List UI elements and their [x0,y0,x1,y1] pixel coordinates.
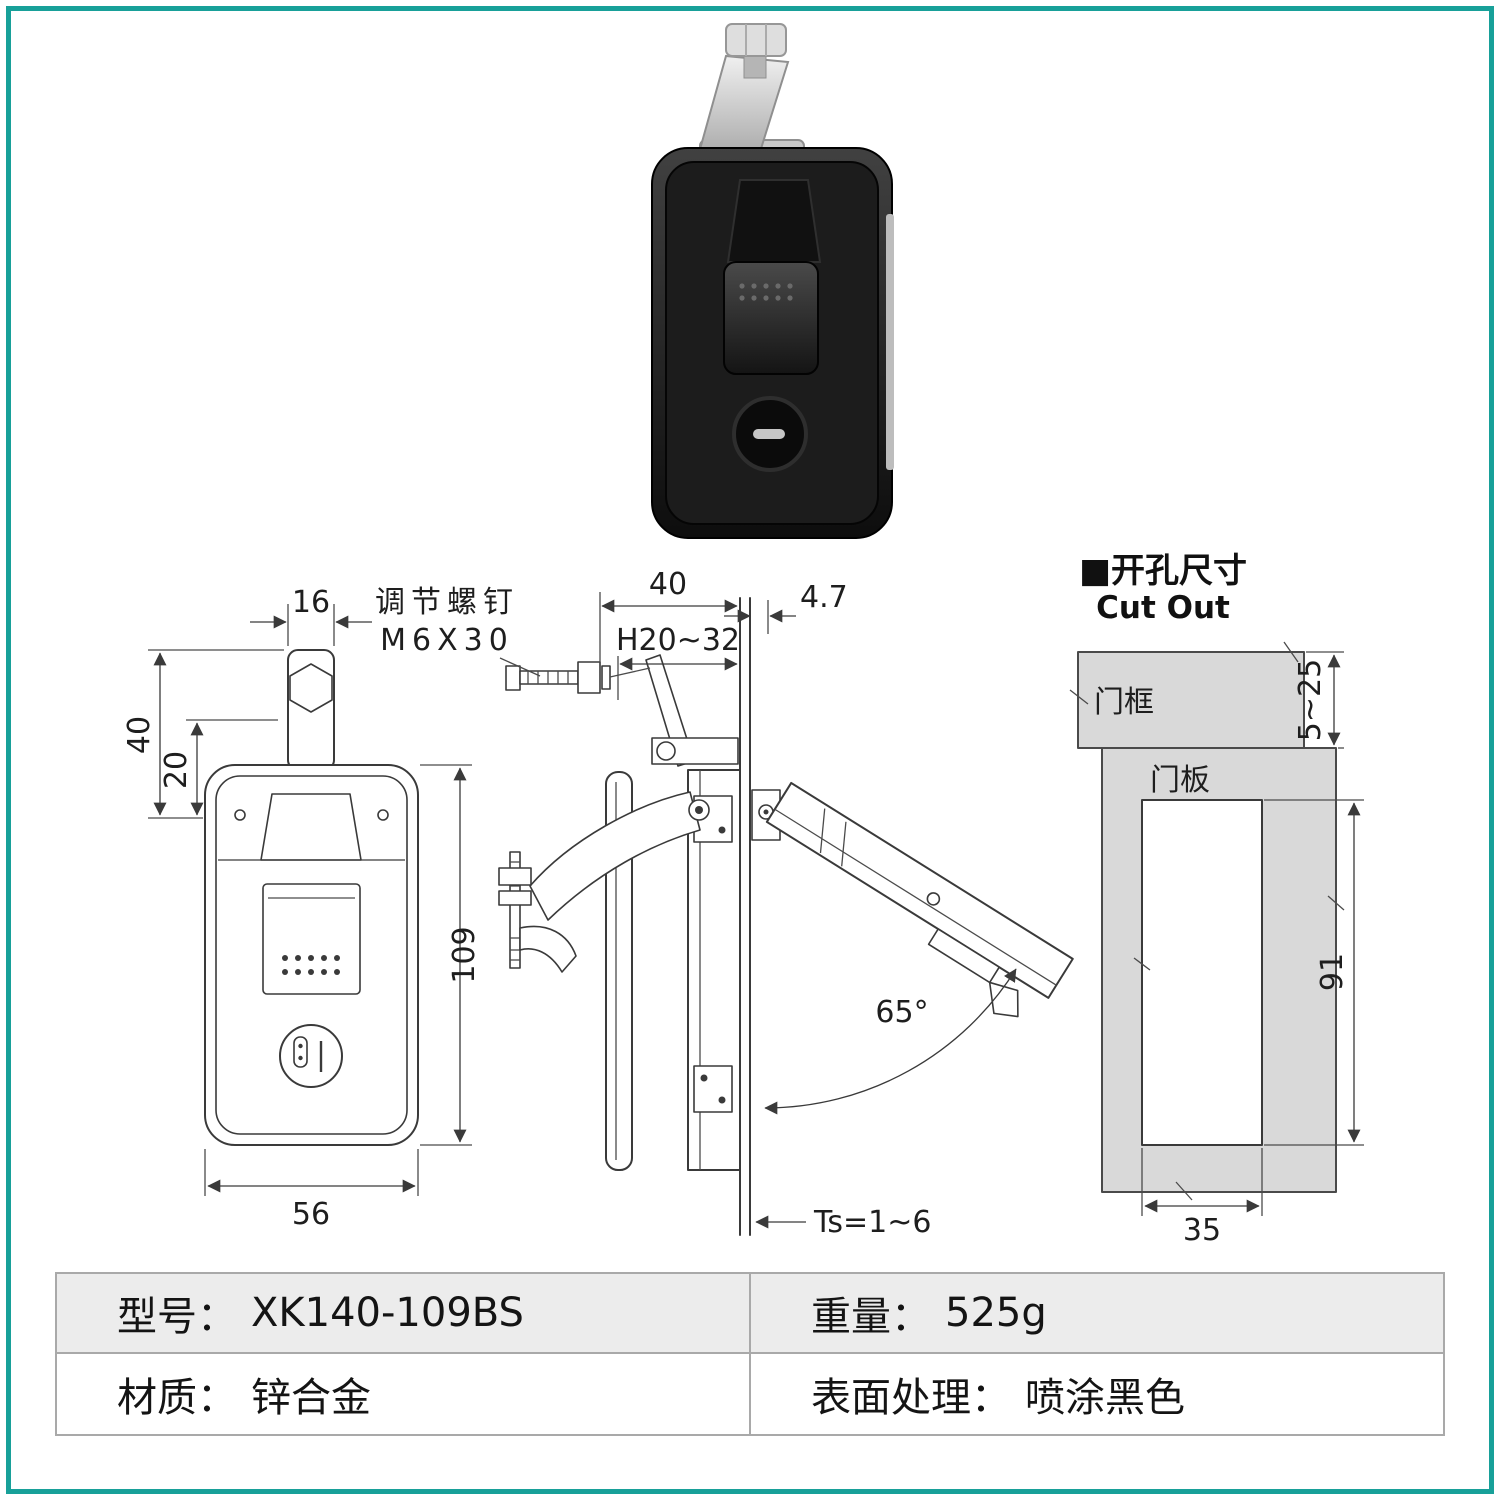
sv-clamp-hook [519,925,577,973]
sv-clamp-nut [498,890,532,906]
weight-label: 重量： [811,1294,931,1340]
cutout-view-drawing: ■开孔尺寸 Cut Out 门框 门板 5~25 91 35 [1069,551,1364,1248]
sv-clamp-nut [498,867,532,886]
sv-screw-nut [577,661,601,694]
product-photo [651,23,894,539]
fv-grip-dots [282,955,340,975]
fv-key-dot [298,1055,303,1061]
co-dim-cutout-height: 91 [1315,953,1350,991]
sv-dim-panel-thickness: Ts=1~6 [813,1205,931,1240]
sv-swing-arc [764,968,1017,1115]
break-mark [1133,957,1151,971]
finish-value: 喷涂黑色 [1025,1375,1185,1421]
fv-key-dot [298,1043,303,1049]
door-frame-label: 门框 [1094,685,1154,720]
model-label: 型号： [117,1294,237,1340]
spec-cell-weight: 重量： 525g [751,1274,1443,1352]
sv-lever [529,791,701,921]
side-view-drawing: 65° 40 H20~32 4.7 调节螺钉 M6X30 Ts=1~6 [375,567,1074,1240]
sv-dim-grip-range: H20~32 [616,623,740,658]
fv-dim-height: 109 [447,926,482,983]
spec-cell-material: 材质： 锌合金 [57,1354,751,1434]
co-dim-cutout-width: 35 [1183,1213,1221,1248]
weight-value: 525g [945,1290,1047,1336]
fv-tongue [260,793,362,861]
fv-dim-width: 56 [292,1197,330,1232]
fv-rivet [377,809,389,821]
sv-door-screw [926,892,941,906]
material-value: 锌合金 [251,1375,371,1421]
sv-screw-note-line1: 调节螺钉 [375,585,519,620]
spec-cell-finish: 表面处理： 喷涂黑色 [751,1354,1443,1434]
door-panel-label: 门板 [1150,763,1210,798]
sv-screw-note-line2: M6X30 [380,623,514,658]
finish-label: 表面处理： [811,1375,1011,1421]
sv-roller [656,741,676,761]
material-label: 材质： [117,1375,237,1421]
sv-dim-open-angle: 65° [875,995,928,1030]
sv-front-pad [605,771,633,1171]
fv-rivet [234,809,246,821]
fv-key-capsule [293,1036,308,1068]
arm-nut [725,23,787,57]
keyhole-slot [753,429,785,439]
fv-hex-bolt [289,663,333,713]
flange-edge [886,214,894,470]
fv-dim-arm-inner: 20 [159,751,194,789]
cutout-subtitle: Cut Out [1096,590,1230,626]
break-mark [1327,895,1345,911]
spec-cell-model: 型号： XK140-109BS [57,1274,751,1352]
fv-trigger [262,883,361,995]
fv-dim-arm: 40 [122,716,157,754]
break-mark [1175,1181,1193,1201]
fv-keyhole [279,1024,343,1088]
sv-pawl-hook [988,981,1019,1018]
sv-dim-depth: 40 [649,567,687,602]
spec-table: 型号： XK140-109BS 重量： 525g 材质： 锌合金 表面处理： 喷… [55,1272,1445,1436]
model-value: XK140-109BS [251,1290,524,1336]
spec-row-2: 材质： 锌合金 表面处理： 喷涂黑色 [57,1354,1443,1434]
sv-mount-pad [693,1065,733,1113]
sv-screw-head [505,665,521,691]
co-dim-frame-overlap: 5~25 [1293,659,1328,741]
break-mark [1283,641,1299,663]
fv-dim-tab-width: 16 [292,585,330,620]
sv-screw-washer [601,665,611,690]
break-mark [1069,689,1089,705]
cutout-title: ■开孔尺寸 [1079,551,1247,591]
sv-screw-shaft [519,670,579,685]
latch-tongue [726,179,822,263]
spec-row-1: 型号： XK140-109BS 重量： 525g [57,1274,1443,1354]
trigger-grip-dots [739,283,793,301]
sv-dim-panel-offset: 4.7 [800,580,848,615]
front-view-drawing: 16 40 20 109 56 [122,585,482,1232]
sv-clamp-rod [509,851,521,969]
cutout-slot [1141,799,1263,1146]
trigger-button [723,261,819,375]
